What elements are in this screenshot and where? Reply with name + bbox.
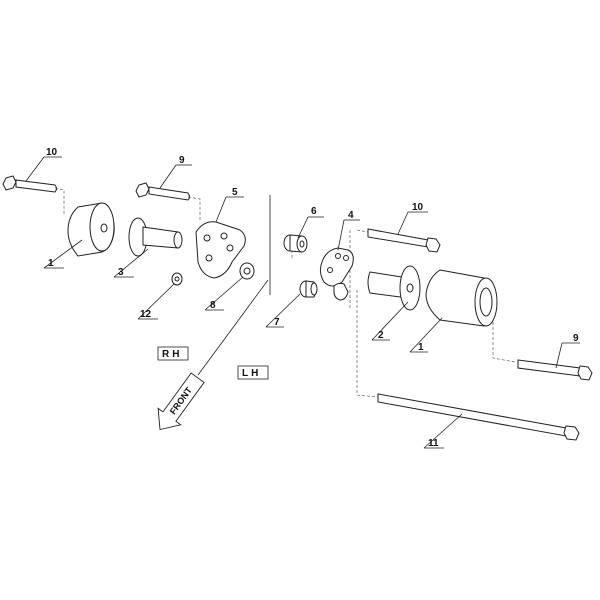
rh-washer-small-part — [171, 272, 183, 286]
callout-lh-bolt-long: 10 — [412, 202, 424, 213]
leader-rh-spacer — [113, 248, 149, 278]
callout-lh-bolt-short: 9 — [573, 333, 579, 344]
leader-rh-bolt-long — [25, 156, 45, 182]
rh-bolt-long-part — [2, 175, 57, 193]
front-arrow: FRONT — [157, 372, 205, 431]
leader-lh-slider — [409, 317, 443, 353]
leader-lh-collar — [297, 216, 309, 239]
callout-rh-slider: 1 — [48, 258, 54, 269]
callout-rh-spacer: 3 — [118, 267, 124, 278]
leader-rh-washer-small — [137, 283, 175, 320]
rh-align-line-1 — [54, 187, 65, 215]
callout-rh-washer: 8 — [210, 300, 216, 311]
callout-rh-bolt-short: 9 — [179, 155, 185, 166]
rh-side-label: RH — [157, 346, 189, 361]
leader-lh-spacer — [371, 301, 409, 341]
callout-rh-bolt-long: 10 — [46, 147, 58, 158]
callout-lh-collar: 6 — [311, 206, 317, 217]
rh-align-line-2 — [187, 196, 201, 220]
leader-rh-bolt-short — [159, 164, 177, 189]
rh-label-text: RH — [162, 349, 182, 360]
rh-washer-part — [239, 262, 255, 280]
rh-spacer-part — [128, 217, 183, 257]
rh-bolt-short-part — [135, 182, 190, 201]
lh-align-line-3 — [356, 229, 369, 233]
leader-rh-washer — [204, 276, 244, 311]
leader-lh-bracket — [337, 219, 345, 251]
lh-slider-part — [425, 269, 498, 327]
leader-rh-bracket — [215, 196, 227, 223]
rh-bracket-part — [195, 221, 246, 279]
lh-through-bolt-part — [377, 393, 580, 441]
callout-rh-bracket: 5 — [232, 187, 238, 198]
lh-side-label: LH — [237, 365, 269, 380]
lh-bolt-short-part — [517, 359, 593, 381]
rh-slider-part — [67, 202, 115, 257]
lh-label-text: LH — [242, 368, 261, 379]
front-axis-line — [197, 279, 269, 376]
lh-align-line-4 — [356, 290, 379, 398]
lh-align-line-5 — [492, 312, 516, 363]
lh-collar-part — [283, 234, 308, 253]
lh-washer-part — [299, 280, 318, 298]
lh-spacer-part — [367, 265, 421, 311]
lh-bolt-long-part — [367, 228, 441, 253]
lh-bracket-part — [319, 247, 354, 301]
callout-lh-washer: 7 — [274, 317, 280, 328]
callout-lh-slider: 1 — [418, 342, 424, 353]
leader-lh-bolt-long — [397, 211, 409, 235]
callout-lh-spacer: 2 — [378, 330, 384, 341]
callout-rh-washer-small: 12 — [140, 309, 152, 320]
leader-rh-slider — [43, 239, 83, 269]
leader-lh-washer — [265, 293, 301, 328]
callout-lh-bracket: 4 — [348, 210, 354, 221]
leader-lh-through-bolt — [423, 413, 463, 449]
leader-lh-bolt-short — [555, 342, 563, 369]
callout-lh-through-bolt: 11 — [428, 438, 439, 449]
